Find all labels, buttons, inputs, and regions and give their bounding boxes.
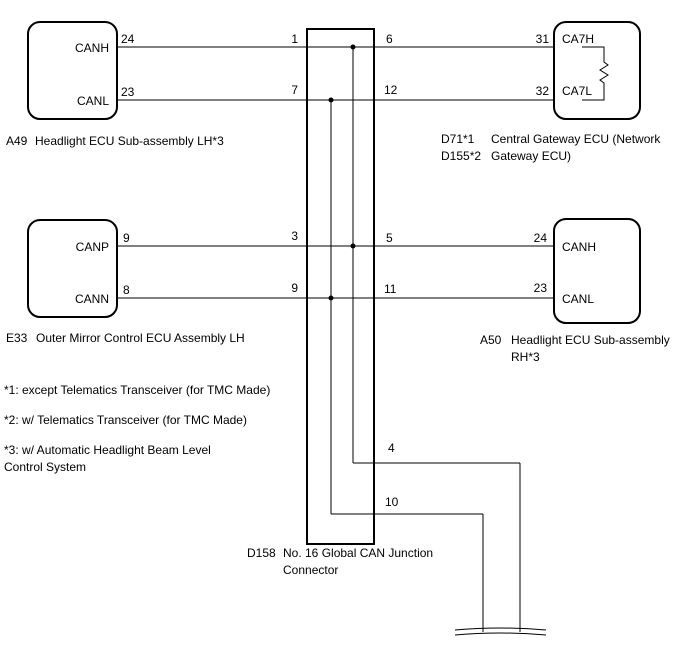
- footnote-3-line-1: *3: w/ Automatic Headlight Beam Level: [4, 443, 211, 457]
- junction-pin-3: 3: [291, 229, 298, 243]
- gateway-name-1: Central Gateway ECU (Network: [491, 132, 661, 146]
- lh-headlight-code: A49: [6, 134, 28, 148]
- footnote-2: *2: w/ Telematics Transceiver (for TMC M…: [4, 413, 247, 427]
- rh-headlight-pin-num-23: 23: [534, 281, 548, 295]
- mirror-pin-canp: CANP: [76, 240, 109, 254]
- rh-headlight-code: A50: [480, 333, 502, 347]
- mirror-pin-num-9: 9: [123, 231, 130, 245]
- junction-pin-9: 9: [291, 281, 298, 295]
- lh-headlight-pin-num-23: 23: [121, 85, 135, 99]
- lh-headlight-ecu-box: [27, 21, 118, 120]
- lh-headlight-pin-num-24: 24: [121, 32, 135, 46]
- mirror-name: Outer Mirror Control ECU Assembly LH: [36, 331, 245, 345]
- lh-headlight-pin-canl: CANL: [77, 94, 109, 108]
- gateway-pin-ca7h: CA7H: [562, 32, 594, 46]
- lh-headlight-name: Headlight ECU Sub-assembly LH*3: [35, 134, 224, 148]
- junction-pin-10: 10: [385, 495, 399, 509]
- junction-pin-11: 11: [384, 282, 397, 296]
- footnote-1: *1: except Telematics Transceiver (for T…: [4, 383, 270, 397]
- lh-headlight-pin-canh: CANH: [75, 41, 109, 55]
- gateway-name-2: Gateway ECU): [491, 149, 571, 163]
- rh-headlight-pin-num-24: 24: [534, 231, 548, 245]
- splice-dot: [328, 97, 334, 103]
- junction-name-1: No. 16 Global CAN Junction: [283, 546, 433, 560]
- rh-headlight-pin-canl: CANL: [562, 292, 594, 306]
- harness-break-icon: [454, 627, 547, 636]
- gateway-pin-ca7l: CA7L: [562, 84, 592, 98]
- junction-pin-5: 5: [386, 231, 393, 245]
- mirror-ecu-box: [27, 219, 118, 318]
- splice-dot: [328, 295, 334, 301]
- junction-pin-6: 6: [386, 32, 393, 46]
- junction-pin-1: 1: [291, 32, 298, 46]
- rh-headlight-name-1: Headlight ECU Sub-assembly: [511, 333, 670, 347]
- gateway-code-1: D71*1: [441, 132, 475, 146]
- mirror-code: E33: [6, 331, 28, 345]
- mirror-pin-cann: CANN: [75, 292, 109, 306]
- junction-name-2: Connector: [283, 563, 338, 577]
- rh-headlight-ecu-box: [553, 218, 641, 324]
- splice-dot: [350, 243, 356, 249]
- junction-pin-7: 7: [291, 83, 298, 97]
- mirror-pin-num-8: 8: [123, 283, 130, 297]
- junction-connector-box: [306, 28, 375, 545]
- rh-headlight-name-2: RH*3: [511, 350, 540, 364]
- gateway-pin-num-31: 31: [536, 32, 550, 46]
- splice-dot: [350, 44, 356, 50]
- footnote-3-line-2: Control System: [4, 460, 86, 474]
- termination-resistor-icon: [582, 46, 609, 101]
- junction-pin-4: 4: [388, 441, 395, 455]
- junction-pin-12: 12: [384, 83, 398, 97]
- gateway-ecu-box: [553, 21, 641, 120]
- junction-code: D158: [247, 546, 276, 560]
- rh-headlight-pin-canh: CANH: [562, 240, 596, 254]
- gateway-pin-num-32: 32: [536, 84, 550, 98]
- gateway-code-2: D155*2: [441, 149, 481, 163]
